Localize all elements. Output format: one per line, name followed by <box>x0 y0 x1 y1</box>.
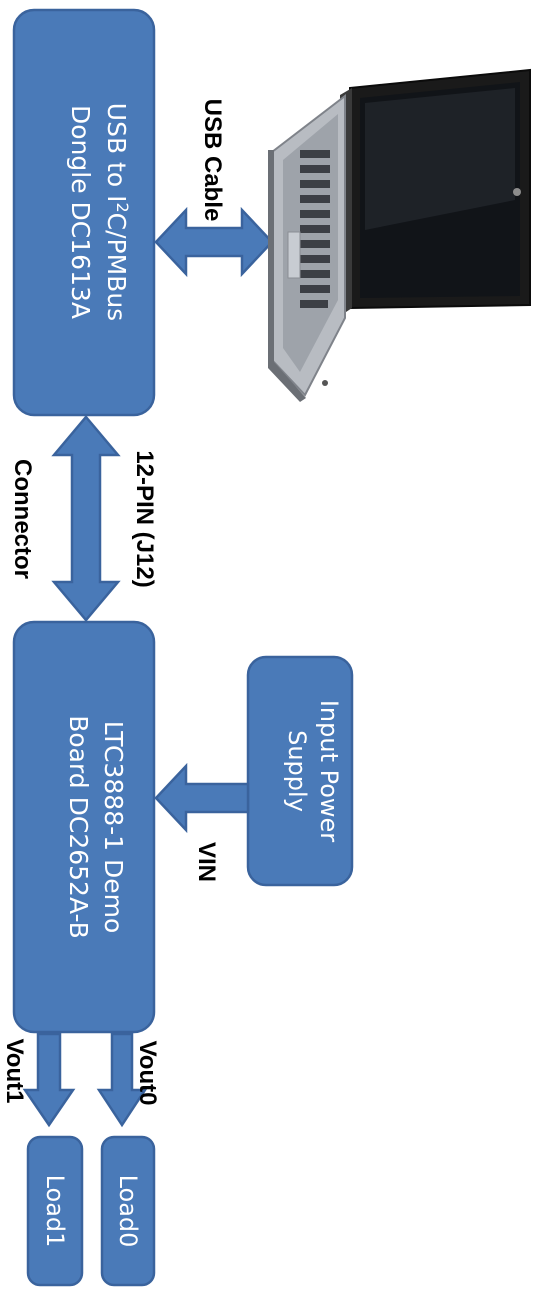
power-supply-box: Input Power Supply <box>246 655 354 887</box>
dongle-label-line1: USB to I2C/PMBus <box>102 103 132 321</box>
power-supply-label-line1: Input Power <box>315 700 343 842</box>
vout0-label: Vout0 <box>134 1041 161 1106</box>
demo-board-label-line1: LTC3888-1 Demo <box>99 721 128 934</box>
vin-arrow <box>154 762 250 834</box>
dongle-box: USB to I2C/PMBus Dongle DC1613A <box>12 8 156 417</box>
vin-label: VIN <box>193 842 220 882</box>
connector-label-line2: Connector <box>9 459 36 579</box>
load1-label: Load1 <box>41 1175 69 1248</box>
vout1-arrow <box>22 1032 76 1128</box>
load0-label: Load0 <box>114 1175 142 1248</box>
load1-box: Load1 <box>26 1135 84 1287</box>
vout0-arrow <box>96 1032 148 1128</box>
connector-arrow <box>51 415 121 622</box>
usb-cable-label: USB Cable <box>199 99 226 222</box>
connector-label-line1: 12-PIN (J12) <box>131 450 158 587</box>
power-supply-label-line2: Supply <box>283 730 311 812</box>
load0-box: Load0 <box>100 1135 156 1287</box>
vout1-label: Vout1 <box>1 1039 28 1104</box>
laptop-icon <box>268 68 531 402</box>
dongle-label-line2: Dongle DC1613A <box>66 105 95 319</box>
demo-board-label-line2: Board DC2652A-B <box>64 715 93 939</box>
demo-board-box: LTC3888-1 Demo Board DC2652A-B <box>12 620 156 1034</box>
